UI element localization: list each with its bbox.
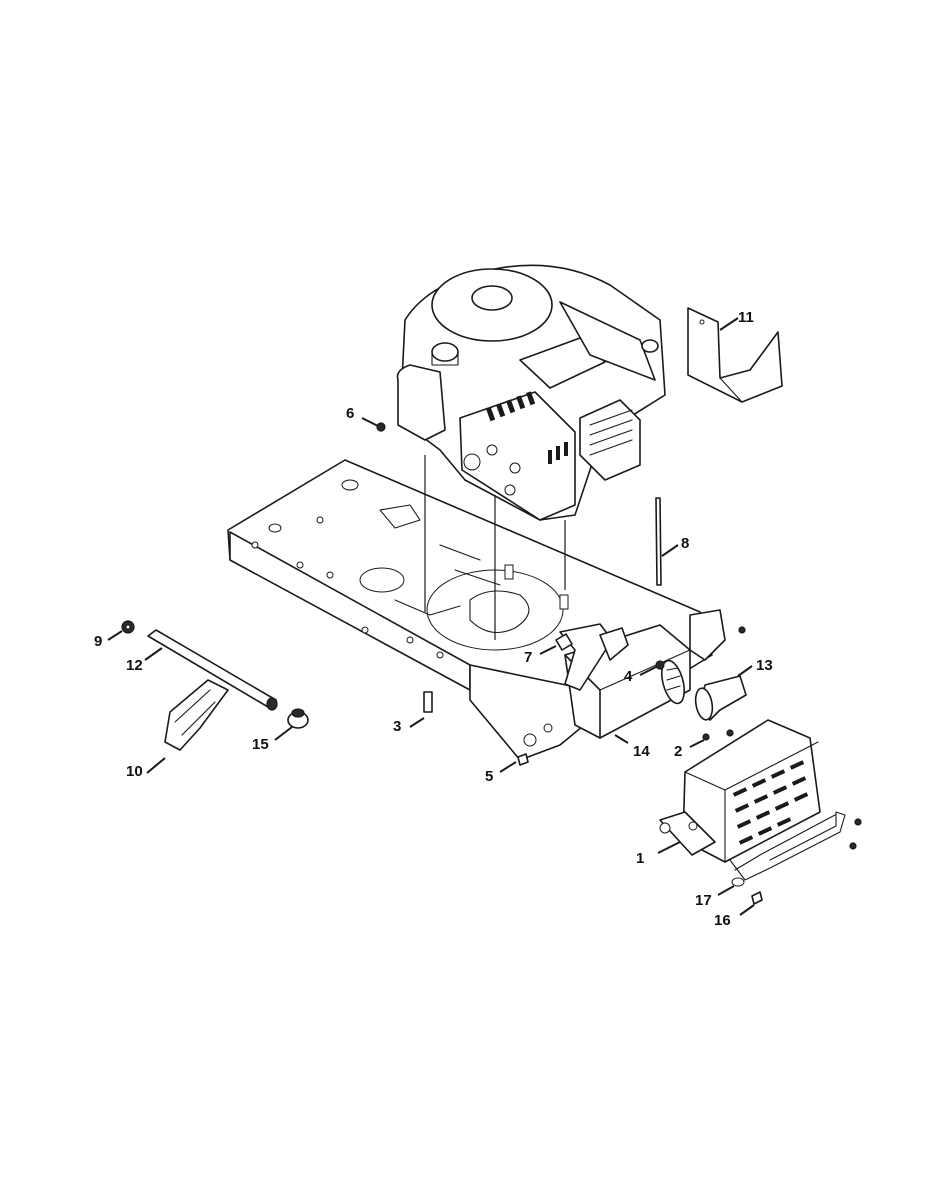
guard-screw-b xyxy=(849,842,857,850)
guard-screw-a xyxy=(854,818,862,826)
bushing xyxy=(287,708,309,729)
bracket xyxy=(164,679,229,751)
nut-9 xyxy=(121,620,135,634)
nut-6 xyxy=(376,422,386,432)
bolt-3 xyxy=(423,691,433,713)
engine xyxy=(396,264,666,521)
callout-9: 9 xyxy=(94,633,102,650)
callout-1: 1 xyxy=(636,850,644,867)
callout-5: 5 xyxy=(485,768,493,785)
screw-2a xyxy=(702,733,710,741)
callout-11: 11 xyxy=(738,309,754,326)
callout-16: 16 xyxy=(714,912,731,929)
heat-shield xyxy=(687,307,783,403)
bolt-5 xyxy=(517,753,529,766)
screw-2b xyxy=(726,729,734,737)
muffler xyxy=(559,623,691,739)
callout-12: 12 xyxy=(126,657,143,674)
assembly-guide-lines xyxy=(424,455,566,640)
callout-15: 15 xyxy=(252,736,269,753)
axle-rod xyxy=(147,629,278,711)
leader-lines xyxy=(107,317,755,916)
callout-14: 14 xyxy=(633,743,650,760)
hardware-fasteners xyxy=(376,422,862,905)
guard-wire-bracket xyxy=(729,811,846,887)
nut-4 xyxy=(655,660,665,670)
callout-6: 6 xyxy=(346,405,354,422)
screw-16 xyxy=(751,891,763,905)
callout-8: 8 xyxy=(681,535,689,552)
callout-3: 3 xyxy=(393,718,401,735)
spark-deflector xyxy=(694,675,747,721)
callout-2: 2 xyxy=(674,743,682,760)
muffler-guard xyxy=(659,719,821,863)
callout-labels: 1 2 3 4 5 6 7 8 9 10 11 12 13 14 15 16 1… xyxy=(94,309,773,929)
callout-4: 4 xyxy=(624,668,633,685)
callout-13: 13 xyxy=(756,657,773,674)
frame-bolt xyxy=(738,626,746,634)
cable-tie xyxy=(655,497,662,586)
callout-7: 7 xyxy=(524,649,532,666)
clip-7 xyxy=(555,633,573,651)
callout-17: 17 xyxy=(695,892,712,909)
callout-10: 10 xyxy=(126,763,143,780)
